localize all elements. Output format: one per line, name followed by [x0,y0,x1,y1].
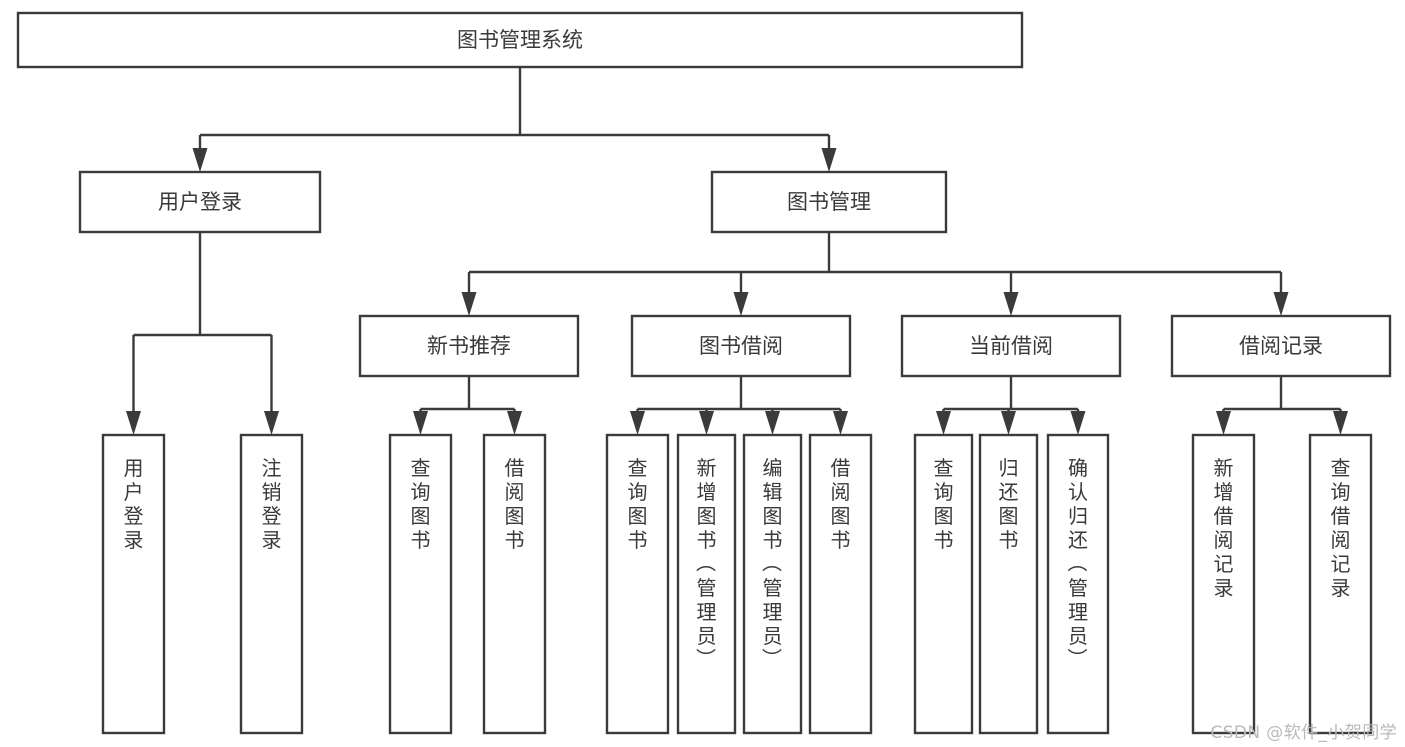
node-label: 编辑图书（管理员） [762,456,783,672]
node-box [710,170,948,234]
node-borrow-record[interactable]: 借阅记录 [1170,314,1392,378]
watermark-label: CSDN @软件_小贺同学 [1210,723,1397,743]
node-box [1170,314,1392,378]
node-label: 借阅图书 [831,456,851,552]
edge-arrowhead [630,411,645,435]
node-box [16,11,1024,69]
node-layer: 图书管理系统用户登录图书管理新书推荐图书借阅当前借阅借阅记录用户登录注销登录查询… [16,11,1392,735]
node-leaf-rec-borrow-book[interactable]: 借阅图书 [482,433,547,735]
edge-arrowhead [936,411,951,435]
node-leaf-add-book-admin[interactable]: 新增图书（管理员） [676,433,737,735]
node-book-manage[interactable]: 图书管理 [710,170,948,234]
node-label: 注销登录 [262,456,282,552]
node-box [742,433,803,735]
edge-arrowhead [264,411,279,435]
node-box [78,170,322,234]
node-box [1046,433,1110,735]
node-box [1308,433,1373,735]
node-box [913,433,974,735]
edge-arrowhead [461,292,477,316]
node-leaf-add-record[interactable]: 新增借阅记录 [1191,433,1256,735]
edge-arrowhead [821,148,837,172]
node-leaf-borrow-book[interactable]: 借阅图书 [808,433,873,735]
node-box [482,433,547,735]
node-label: 图书借阅 [699,334,783,358]
node-box [808,433,873,735]
node-label: 归还图书 [999,456,1019,552]
node-leaf-edit-book-admin[interactable]: 编辑图书（管理员） [742,433,803,735]
node-label: 查询图书 [934,456,954,552]
edge-arrowhead [833,411,848,435]
edge-arrowhead [1001,411,1016,435]
node-leaf-cur-query-book[interactable]: 查询图书 [913,433,974,735]
edge-arrowhead [192,148,208,172]
node-root[interactable]: 图书管理系统 [16,11,1024,69]
edge-arrowhead [1070,411,1086,435]
node-box [676,433,737,735]
node-box [978,433,1039,735]
node-label: 用户登录 [158,190,242,214]
edge-arrowhead [413,411,428,435]
node-label: 图书管理 [787,190,871,214]
edge-arrowhead [765,411,780,435]
node-leaf-query-record[interactable]: 查询借阅记录 [1308,433,1373,735]
node-label: 查询图书 [411,456,431,552]
edge-layer [126,67,1348,435]
node-box [358,314,580,378]
node-label: 新增图书（管理员） [696,456,717,672]
node-leaf-logout[interactable]: 注销登录 [239,433,304,735]
node-label: 查询图书 [628,456,648,552]
node-leaf-user-login[interactable]: 用户登录 [101,433,166,735]
node-leaf-borrow-query-book[interactable]: 查询图书 [605,433,670,735]
node-label: 借阅图书 [505,456,525,552]
node-label: 确认归还（管理员） [1067,456,1088,672]
node-leaf-confirm-return-admin[interactable]: 确认归还（管理员） [1046,433,1110,735]
edge-arrowhead [1216,411,1231,435]
node-box [630,314,852,378]
node-label: 当前借阅 [969,334,1053,358]
node-box [900,314,1122,378]
node-label: 图书管理系统 [457,28,583,52]
edge-arrowhead [733,292,749,316]
node-box [388,433,453,735]
node-label: 用户登录 [124,456,144,552]
node-box [605,433,670,735]
node-new-book-rec[interactable]: 新书推荐 [358,314,580,378]
edge-arrowhead [126,411,141,435]
node-box [1191,433,1256,735]
node-leaf-rec-query-book[interactable]: 查询图书 [388,433,453,735]
node-current-borrow[interactable]: 当前借阅 [900,314,1122,378]
node-label: 新书推荐 [427,334,511,358]
node-box [239,433,304,735]
node-book-borrow[interactable]: 图书借阅 [630,314,852,378]
node-label: 新增借阅记录 [1214,456,1234,600]
edge-arrowhead [1003,292,1019,316]
node-leaf-return-book[interactable]: 归还图书 [978,433,1039,735]
edge-arrowhead [507,411,522,435]
node-label: 查询借阅记录 [1331,456,1351,600]
node-label: 借阅记录 [1239,334,1323,358]
node-user-login[interactable]: 用户登录 [78,170,322,234]
node-box [101,433,166,735]
edge-arrowhead [699,411,714,435]
edge-arrowhead [1273,292,1289,316]
edge-arrowhead [1333,411,1348,435]
